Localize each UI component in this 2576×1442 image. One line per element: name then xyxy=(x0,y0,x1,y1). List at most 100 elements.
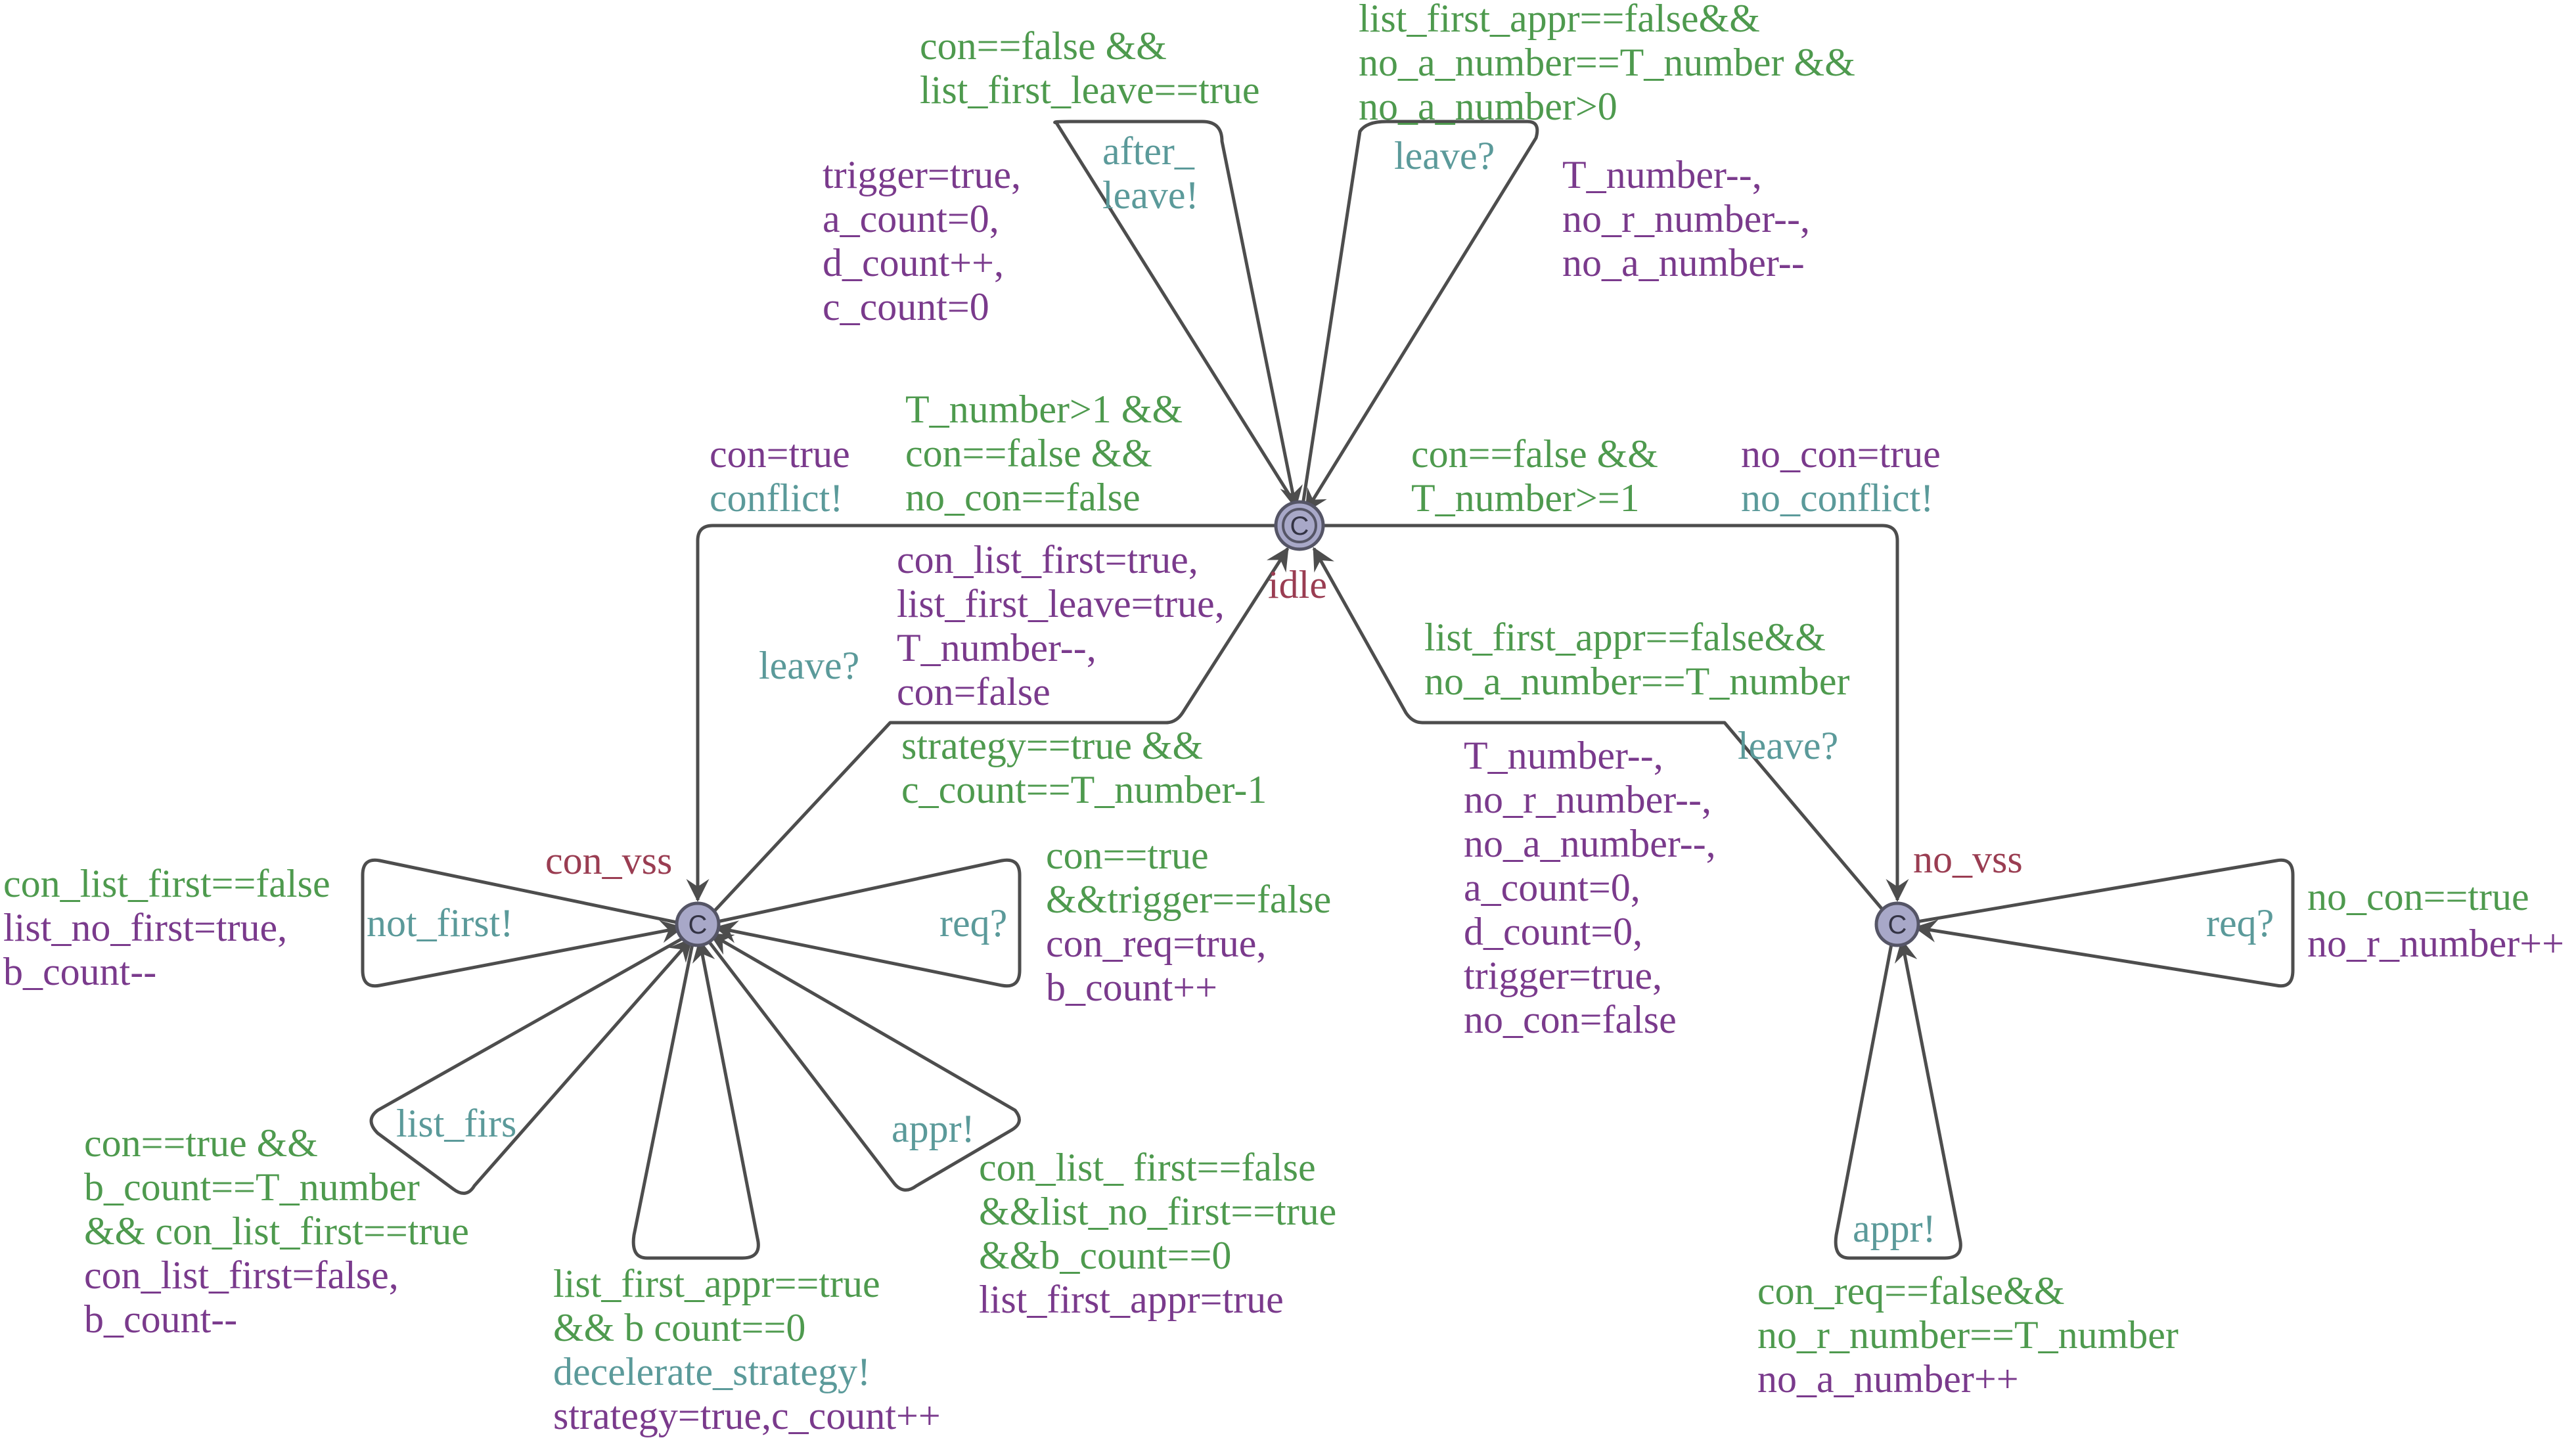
edge-label-line: list_first_appr==false&& xyxy=(1424,616,1826,659)
edge-con-vss-to-idle[interactable] xyxy=(705,547,1290,921)
edge-label-line: con=false xyxy=(897,670,1051,713)
edge-label-line: a_count=0, xyxy=(823,197,999,240)
edge-label-line: list_first_appr==true xyxy=(553,1262,880,1305)
edge-label-con-req-update: con_req=true,b_count++ xyxy=(1046,922,1266,1009)
edge-label-line: con_req==false&& xyxy=(1757,1269,2065,1313)
edge-label-line: list_first_appr==false&& xyxy=(1359,0,1760,40)
edge-label-line: con_req=true, xyxy=(1046,922,1266,965)
edge-label-line: list_first_leave==true xyxy=(920,68,1260,112)
edge-label-line: && con_list_first==true xyxy=(84,1209,469,1253)
edge-label-noconflict-guard: con==false &&T_number>=1 xyxy=(1411,432,1658,520)
edge-label-line: leave? xyxy=(1738,724,1838,767)
edge-label-no-leave-sync: leave? xyxy=(1738,724,1838,767)
edge-idle-leave-loop[interactable] xyxy=(1300,120,1539,513)
edge-label-line: leave! xyxy=(1102,173,1199,217)
edge-label-top-loop-guard: con==false &&list_first_leave==true xyxy=(920,24,1260,112)
edge-label-line: &&b_count==0 xyxy=(979,1234,1231,1277)
committed-glyph: C xyxy=(689,911,708,939)
edge-label-no-leave-guard: list_first_appr==false&&no_a_number==T_n… xyxy=(1424,616,1850,703)
edge-label-line: b_count-- xyxy=(84,1297,237,1341)
edge-label-line: appr! xyxy=(892,1107,975,1150)
edge-label-line: decelerate_strategy! xyxy=(553,1350,870,1393)
edge-idle-to-no-vss[interactable] xyxy=(1322,524,1909,902)
edge-label-line: con=true xyxy=(710,432,850,476)
location-no-vss[interactable]: C xyxy=(1874,901,1920,947)
edge-label-line: after_ xyxy=(1102,129,1195,173)
edge-label-line: no_r_number--, xyxy=(1464,778,1711,821)
edge-label-line: leave? xyxy=(1394,134,1495,177)
edge-label-line: list_first_appr=true xyxy=(979,1278,1284,1321)
edge-label-line: d_count++, xyxy=(823,241,1004,284)
edge-label-line: strategy=true,c_count++ xyxy=(553,1394,941,1437)
edge-no-vss-to-idle[interactable] xyxy=(1312,547,1887,914)
edge-label-line: con==false && xyxy=(905,432,1152,475)
edge-label-con-leave-update: con_list_first=true,list_first_leave=tru… xyxy=(897,538,1225,713)
edge-label-top-right-loop-sync: leave? xyxy=(1394,134,1495,177)
edge-label-top-right-loop-guard: list_first_appr==false&&no_a_number==T_n… xyxy=(1359,0,1855,128)
edge-con-vss-list-firs-loop[interactable] xyxy=(369,934,692,1195)
edge-label-line: T_number--, xyxy=(1464,734,1663,777)
edge-label-line: no_conflict! xyxy=(1741,476,1933,520)
edge-label-line: strategy==true && xyxy=(901,724,1203,767)
edge-label-line: no_r_number==T_number xyxy=(1757,1313,2179,1357)
edge-label-listfirs-guard: con==true &&b_count==T_number&& con_list… xyxy=(84,1121,469,1253)
edge-label-no-leave-update: T_number--,no_r_number--,no_a_number--,a… xyxy=(1464,734,1716,1041)
edge-label-line: trigger=true, xyxy=(1464,954,1662,997)
edge-label-line: &&list_no_first==true xyxy=(979,1190,1336,1233)
edge-con-vss-req-loop[interactable] xyxy=(714,858,1022,988)
edge-label-line: T_number--, xyxy=(897,626,1096,669)
location-idle[interactable]: C xyxy=(1274,500,1325,551)
edge-label-line: no_a_number-- xyxy=(1562,241,1805,284)
edge-idle-to-con-vss[interactable] xyxy=(686,524,1277,902)
edge-label-line: no_r_number--, xyxy=(1562,197,1810,240)
edge-label-line: no_con==false xyxy=(905,476,1141,519)
edge-label-decel-update: strategy=true,c_count++ xyxy=(553,1394,941,1437)
edge-label-line: con==false && xyxy=(1411,432,1658,476)
edge-label-line: no_con==true xyxy=(2307,875,2529,918)
edge-label-line: con_list_first=true, xyxy=(897,538,1198,581)
edge-label-line: T_number>1 && xyxy=(905,388,1183,431)
edge-label-con-leave-sync: leave? xyxy=(759,644,859,687)
edge-label-line: con==false && xyxy=(920,24,1167,68)
edge-label-line: a_count=0, xyxy=(1464,866,1640,909)
edge-label-line: req? xyxy=(2206,901,2274,945)
location-name-con-vss: con_vss xyxy=(545,839,672,882)
edge-label-notfirst-update: list_no_first=true,b_count-- xyxy=(3,906,287,993)
edge-label-line: T_number--, xyxy=(1562,153,1762,196)
edge-idle-after-leave-loop[interactable] xyxy=(1053,120,1303,512)
edge-label-line: list_first_leave=true, xyxy=(897,582,1225,625)
edge-label-line: c_count=0 xyxy=(823,285,989,328)
edge-label-line: c_count==T_number-1 xyxy=(901,768,1267,811)
edge-label-listfirs-update: con_list_first=false,b_count-- xyxy=(84,1253,399,1341)
edge-label-line: b_count-- xyxy=(3,950,156,993)
edge-con-vss-not-first-loop[interactable] xyxy=(361,858,684,988)
edge-label-notfirst-sync: not_first! xyxy=(367,901,513,945)
edge-con-vss-decelerate-loop[interactable] xyxy=(631,939,760,1260)
edge-no-vss-req-loop[interactable] xyxy=(1914,858,2295,988)
edge-label-decel-guard: list_first_appr==true&& b count==0 xyxy=(553,1262,880,1349)
edge-con-vss-appr-loop[interactable] xyxy=(705,932,1021,1192)
location-con-vss[interactable]: C xyxy=(675,901,721,947)
edge-label-line: && b count==0 xyxy=(553,1306,805,1349)
edge-label-line: no_a_number==T_number && xyxy=(1359,41,1855,84)
edge-label-line: d_count=0, xyxy=(1464,910,1642,953)
edge-label-line: req? xyxy=(939,901,1007,945)
edge-label-con-leave-guard: strategy==true &&c_count==T_number-1 xyxy=(901,724,1267,811)
edge-label-con-appr-guard: con_list_ first==false&&list_no_first==t… xyxy=(979,1146,1336,1277)
edge-label-notfirst-guard: con_list_first==false xyxy=(3,862,330,905)
edge-label-no-appr-update: no_a_number++ xyxy=(1757,1357,2019,1401)
edge-label-line: trigger=true, xyxy=(823,153,1021,196)
edge-label-conflict-guard: T_number>1 &&con==false &&no_con==false xyxy=(905,388,1183,519)
edge-label-line: no_con=false xyxy=(1464,998,1677,1041)
edge-label-con-req-sync: req? xyxy=(939,901,1007,945)
edge-no-vss-appr-loop[interactable] xyxy=(1834,939,1962,1260)
edge-label-line: list_no_first=true, xyxy=(3,906,287,949)
committed-glyph: C xyxy=(1290,512,1309,541)
edge-label-line: no_a_number++ xyxy=(1757,1357,2019,1401)
edge-label-decel-sync: decelerate_strategy! xyxy=(553,1350,870,1393)
edge-label-line: con==true && xyxy=(84,1121,318,1165)
